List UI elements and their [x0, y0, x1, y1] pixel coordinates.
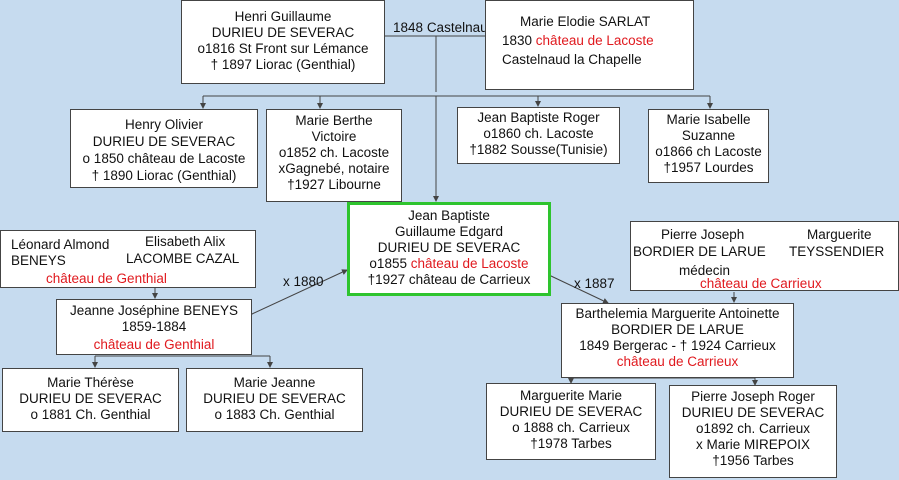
residence: château de Carrieux	[700, 276, 822, 291]
full-name: Marie Elodie SARLAT	[520, 14, 651, 29]
death: †1927 Libourne	[287, 177, 381, 192]
birth: o 1850 château de Lacoste	[82, 151, 246, 166]
person-marguerite-marie: Marguerite Marie DURIEU DE SEVERAC o 188…	[486, 383, 656, 460]
person-marie-therese: Marie Thérèse DURIEU DE SEVERAC o 1881 C…	[2, 368, 179, 432]
father-surname: BORDIER DE LARUE	[633, 244, 766, 259]
full-name: Jeanne Joséphine BENEYS	[69, 303, 239, 318]
birth-commune: Castelnaud la Chapelle	[502, 52, 642, 67]
birth: o 1881 Ch. Genthial	[30, 407, 151, 422]
life-dates: 1859-1884	[121, 319, 187, 334]
birth: o1855 château de Lacoste	[369, 256, 529, 271]
death: †1882 Sousse(Tunisie)	[469, 142, 608, 157]
mother-given-names: Marguerite	[807, 227, 872, 242]
couple-beneys-lacombe: Léonard Almond BENEYS Elisabeth Alix LAC…	[0, 230, 256, 288]
birth: o 1888 ch. Carrieux	[512, 420, 630, 435]
surname: DURIEU DE SEVERAC	[203, 391, 346, 406]
birth: o1852 ch. Lacoste	[278, 145, 390, 160]
father-surname: BENEYS	[11, 253, 66, 268]
surname: DURIEU DE SEVERAC	[377, 240, 521, 255]
residence: château de Genthial	[46, 271, 167, 286]
birth: o1892 ch. Carrieux	[695, 421, 811, 436]
father-given-names: Léonard Almond	[11, 237, 110, 252]
given-names: Henri Guillaume	[234, 9, 332, 24]
surname: DURIEU DE SEVERAC	[19, 391, 162, 406]
marriage-year: 1848	[393, 20, 424, 35]
mother-given-names: Elisabeth Alix	[145, 234, 226, 249]
person-marie-berthe: Marie Berthe Victoire o1852 ch. Lacoste …	[266, 109, 402, 202]
given-names: Pierre Joseph Roger	[691, 389, 815, 404]
given-names: Jean Baptiste Roger	[477, 110, 600, 125]
given-names-2: Suzanne	[681, 128, 736, 143]
given-names: Marie Isabelle	[666, 112, 751, 127]
surname: DURIEU DE SEVERAC	[681, 405, 825, 420]
person-jean-baptiste-edgard: Jean Baptiste Guillaume Edgard DURIEU DE…	[347, 202, 551, 296]
person-pierre-joseph-roger: Pierre Joseph Roger DURIEU DE SEVERAC o1…	[669, 385, 837, 478]
mother-surname: LACOMBE CAZAL	[126, 251, 240, 266]
given-names: Marie Thérèse	[47, 375, 134, 390]
given-names: Marguerite Marie	[519, 388, 623, 403]
given-names-2: Victoire	[311, 129, 357, 144]
given-names: Jean Baptiste	[408, 208, 490, 223]
given-names: Barthelemia Marguerite Antoinette	[575, 306, 780, 321]
person-henry-olivier: Henry Olivier DURIEU DE SEVERAC o 1850 c…	[70, 109, 258, 188]
father-profession: médecin	[679, 263, 731, 278]
surname: DURIEU DE SEVERAC	[211, 25, 355, 40]
marriage-label-1848: 1848 Castelnaud	[393, 20, 495, 36]
surname: DURIEU DE SEVERAC	[92, 134, 236, 149]
given-names: Henry Olivier	[124, 117, 203, 132]
birth: o1816 St Front sur Lémance	[197, 41, 369, 56]
marriage-label-1880: x 1880	[283, 274, 324, 289]
birth-place: château de Lacoste	[535, 33, 654, 48]
marriage: x Marie MIREPOIX	[695, 437, 811, 452]
mother-surname: TEYSSENDIER	[789, 244, 885, 259]
person-marie-isabelle: Marie Isabelle Suzanne o1866 ch Lacoste …	[648, 109, 769, 183]
death: †1957 Lourdes	[663, 160, 754, 175]
birth: o1866 ch Lacoste	[655, 144, 762, 159]
person-jeanne-josephine-beneys: Jeanne Joséphine BENEYS 1859-1884 châtea…	[56, 299, 252, 355]
residence: château de Carrieux	[616, 354, 739, 369]
marriage-place: Castelnaud	[426, 20, 496, 35]
marriage: xGagnebé, notaire	[278, 161, 390, 176]
person-henri-guillaume: Henri Guillaume DURIEU DE SEVERAC o1816 …	[181, 0, 385, 84]
person-barthelemia-bordier: Barthelemia Marguerite Antoinette BORDIE…	[561, 303, 794, 378]
residence: château de Genthial	[93, 337, 215, 352]
surname: DURIEU DE SEVERAC	[499, 404, 643, 419]
death: † 1890 Liorac (Genthial)	[91, 168, 237, 183]
person-marie-jeanne: Marie Jeanne DURIEU DE SEVERAC o 1883 Ch…	[186, 368, 363, 432]
given-names-2: Guillaume Edgard	[394, 224, 504, 239]
death: †1927 château de Carrieux	[367, 272, 531, 287]
given-names: Marie Berthe	[295, 113, 373, 128]
person-marie-elodie-sarlat: Marie Elodie SARLAT 1830 château de Laco…	[485, 0, 694, 90]
death: †1956 Tarbes	[712, 453, 794, 468]
surname: BORDIER DE LARUE	[611, 322, 744, 337]
birth: 1830 château de Lacoste	[502, 33, 654, 48]
life-dates: 1849 Bergerac - † 1924 Carrieux	[579, 338, 776, 353]
death: † 1897 Liorac (Genthial)	[210, 57, 356, 72]
birth: o 1883 Ch. Genthial	[214, 407, 335, 422]
father-given-names: Pierre Joseph	[661, 227, 745, 242]
birth-place: château de Lacoste	[410, 256, 529, 271]
birth: o1860 ch. Lacoste	[483, 126, 594, 141]
couple-bordier-teyssendier: Pierre Joseph BORDIER DE LARUE médecin M…	[630, 221, 899, 291]
person-jean-baptiste-roger: Jean Baptiste Roger o1860 ch. Lacoste †1…	[457, 107, 620, 164]
marriage-label-1887: x 1887	[574, 276, 615, 291]
given-names: Marie Jeanne	[233, 375, 316, 390]
death: †1978 Tarbes	[530, 436, 612, 451]
